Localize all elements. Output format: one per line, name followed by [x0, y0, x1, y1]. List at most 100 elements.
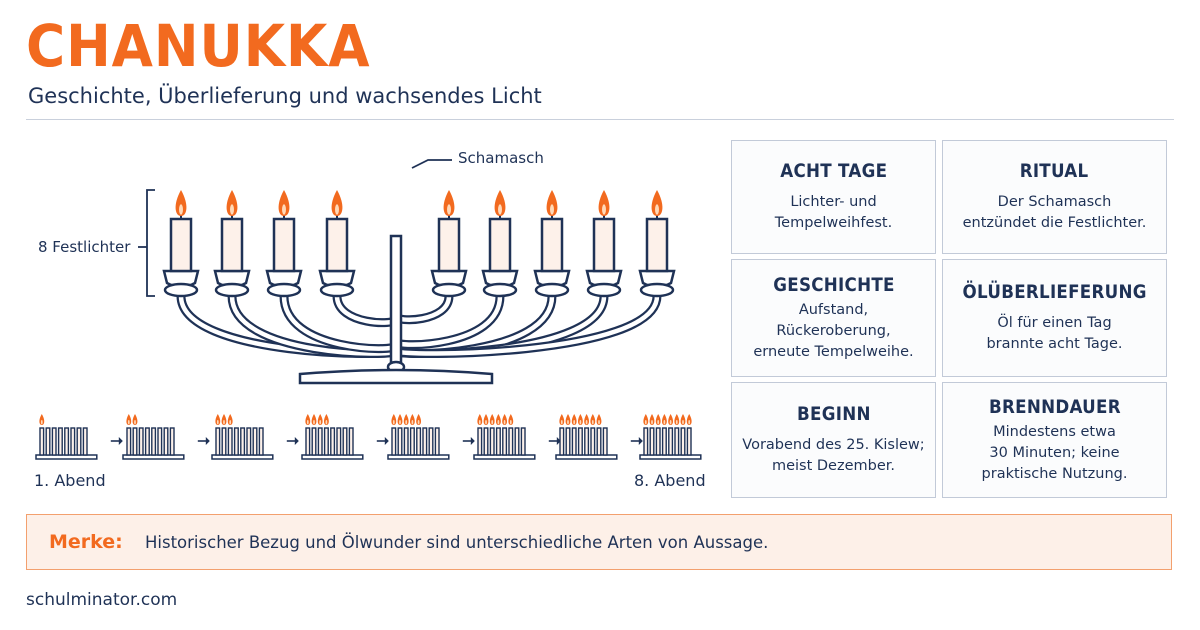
flame-icon	[502, 414, 508, 425]
flame-icon	[175, 190, 187, 216]
mini-candle	[483, 427, 489, 456]
mini-candle	[132, 427, 138, 456]
flame-icon	[278, 190, 290, 216]
card-text: Der Schamasch entzündet die Festlichter.	[963, 192, 1147, 234]
flame-core	[688, 420, 691, 425]
card-ritual: RITUAL Der Schamasch entzündet die Festl…	[942, 140, 1167, 254]
flame-icon	[397, 414, 403, 425]
festival-candle	[488, 217, 512, 273]
mini-candle	[258, 427, 264, 456]
card-title: ÖLÜBERLIEFERUNG	[962, 281, 1147, 303]
mini-candle	[311, 427, 317, 456]
mini-candle	[169, 427, 175, 456]
flame-core	[598, 420, 600, 425]
flame-icon	[331, 190, 343, 216]
menorah-arm	[393, 293, 660, 356]
candle-holder-ring	[163, 282, 199, 298]
mini-candle	[252, 427, 258, 456]
flame-core	[411, 420, 414, 425]
arrow-head-icon	[638, 437, 643, 445]
mini-candle	[571, 427, 577, 456]
arrow-head-icon	[118, 437, 123, 445]
mini-candle	[330, 427, 336, 456]
menorah	[138, 159, 676, 385]
flame-core	[335, 204, 339, 215]
flame-core	[550, 204, 554, 215]
card-oelueberlieferung: ÖLÜBERLIEFERUNG Öl für einen Tag brannte…	[942, 259, 1167, 377]
card-line: Tempelweihfest.	[774, 215, 893, 231]
flame-core	[602, 204, 606, 215]
flame-icon	[571, 414, 577, 425]
card-text: Öl für einen Tag brannte acht Tage.	[986, 313, 1122, 355]
flame-core	[651, 420, 653, 425]
festival-candle	[540, 217, 564, 273]
festival-candle	[592, 217, 616, 273]
arrow-head-icon	[470, 437, 475, 445]
flame-icon	[661, 414, 667, 425]
mini-candle	[246, 427, 252, 456]
flame-core	[585, 420, 588, 425]
card-line: Mindestens etwa	[993, 423, 1116, 440]
mini-candle	[559, 427, 565, 456]
candle-holder-ring	[534, 282, 570, 298]
flame-core	[134, 420, 136, 425]
mini-candle	[434, 427, 440, 456]
flame-icon	[508, 414, 514, 425]
mini-candle	[565, 427, 571, 456]
flame-icon	[686, 414, 692, 425]
header-divider	[26, 119, 1174, 120]
card-line: entzündet die Festlichter.	[962, 215, 1147, 231]
flame-core	[392, 420, 395, 425]
card-geschichte: GESCHICHTE Aufstand, Rückeroberung, erne…	[731, 259, 936, 377]
festival-candle	[325, 217, 349, 273]
flame-core	[503, 420, 506, 425]
card-line: brannte acht Tage.	[986, 336, 1123, 352]
flame-core	[325, 420, 328, 425]
flame-icon	[39, 414, 45, 425]
festival-candle	[169, 217, 193, 273]
flame-icon	[483, 414, 489, 425]
card-line: Der Schamasch	[997, 194, 1112, 210]
arrow-head-icon	[556, 437, 561, 445]
flame-icon	[590, 414, 596, 425]
card-text: Vorabend des 25. Kislew; meist Dezember.	[742, 435, 924, 477]
shamash-pointer	[411, 159, 452, 169]
card-acht-tage: ACHT TAGE Lichter- und Tempelweihfest.	[731, 140, 936, 254]
card-line: erneute Tempelweihe.	[753, 343, 914, 360]
mini-candle	[323, 427, 329, 456]
festival-candle	[437, 217, 461, 273]
flame-core	[657, 420, 660, 425]
festival-candle	[645, 217, 669, 273]
mini-candle	[403, 427, 409, 456]
mini-candle	[602, 427, 608, 456]
flame-core	[478, 420, 481, 425]
menorah-base	[298, 368, 494, 385]
card-title: GESCHICHTE	[772, 273, 895, 296]
flame-core	[313, 420, 315, 425]
flame-core	[485, 420, 487, 425]
mini-candle	[680, 427, 686, 456]
info-cards: ACHT TAGE Lichter- und Tempelweihfest. R…	[731, 140, 1167, 498]
flame-core	[127, 420, 130, 425]
flame-core	[405, 420, 408, 425]
mini-candle	[163, 427, 169, 456]
flame-icon	[495, 414, 501, 425]
flame-icon	[643, 414, 649, 425]
candle-holder-ring	[431, 282, 467, 298]
flame-icon	[311, 414, 317, 425]
candle-progression	[35, 414, 702, 460]
mini-candle	[428, 427, 434, 456]
flame-core	[498, 204, 502, 215]
menorah-arm-outline	[332, 291, 401, 328]
card-line: meist Dezember.	[771, 458, 895, 474]
flame-core	[682, 420, 684, 425]
mini-candle	[317, 427, 323, 456]
flame-icon	[596, 414, 602, 425]
card-title: RITUAL	[1020, 160, 1089, 182]
flame-icon	[403, 414, 409, 425]
flame-core	[399, 420, 401, 425]
menorah-diagram: Schamasch 8 Festlichter 1. Abend 8. Aben…	[34, 149, 706, 490]
mini-candle	[422, 427, 428, 456]
mini-candle	[151, 427, 157, 456]
mini-candle	[348, 427, 354, 456]
